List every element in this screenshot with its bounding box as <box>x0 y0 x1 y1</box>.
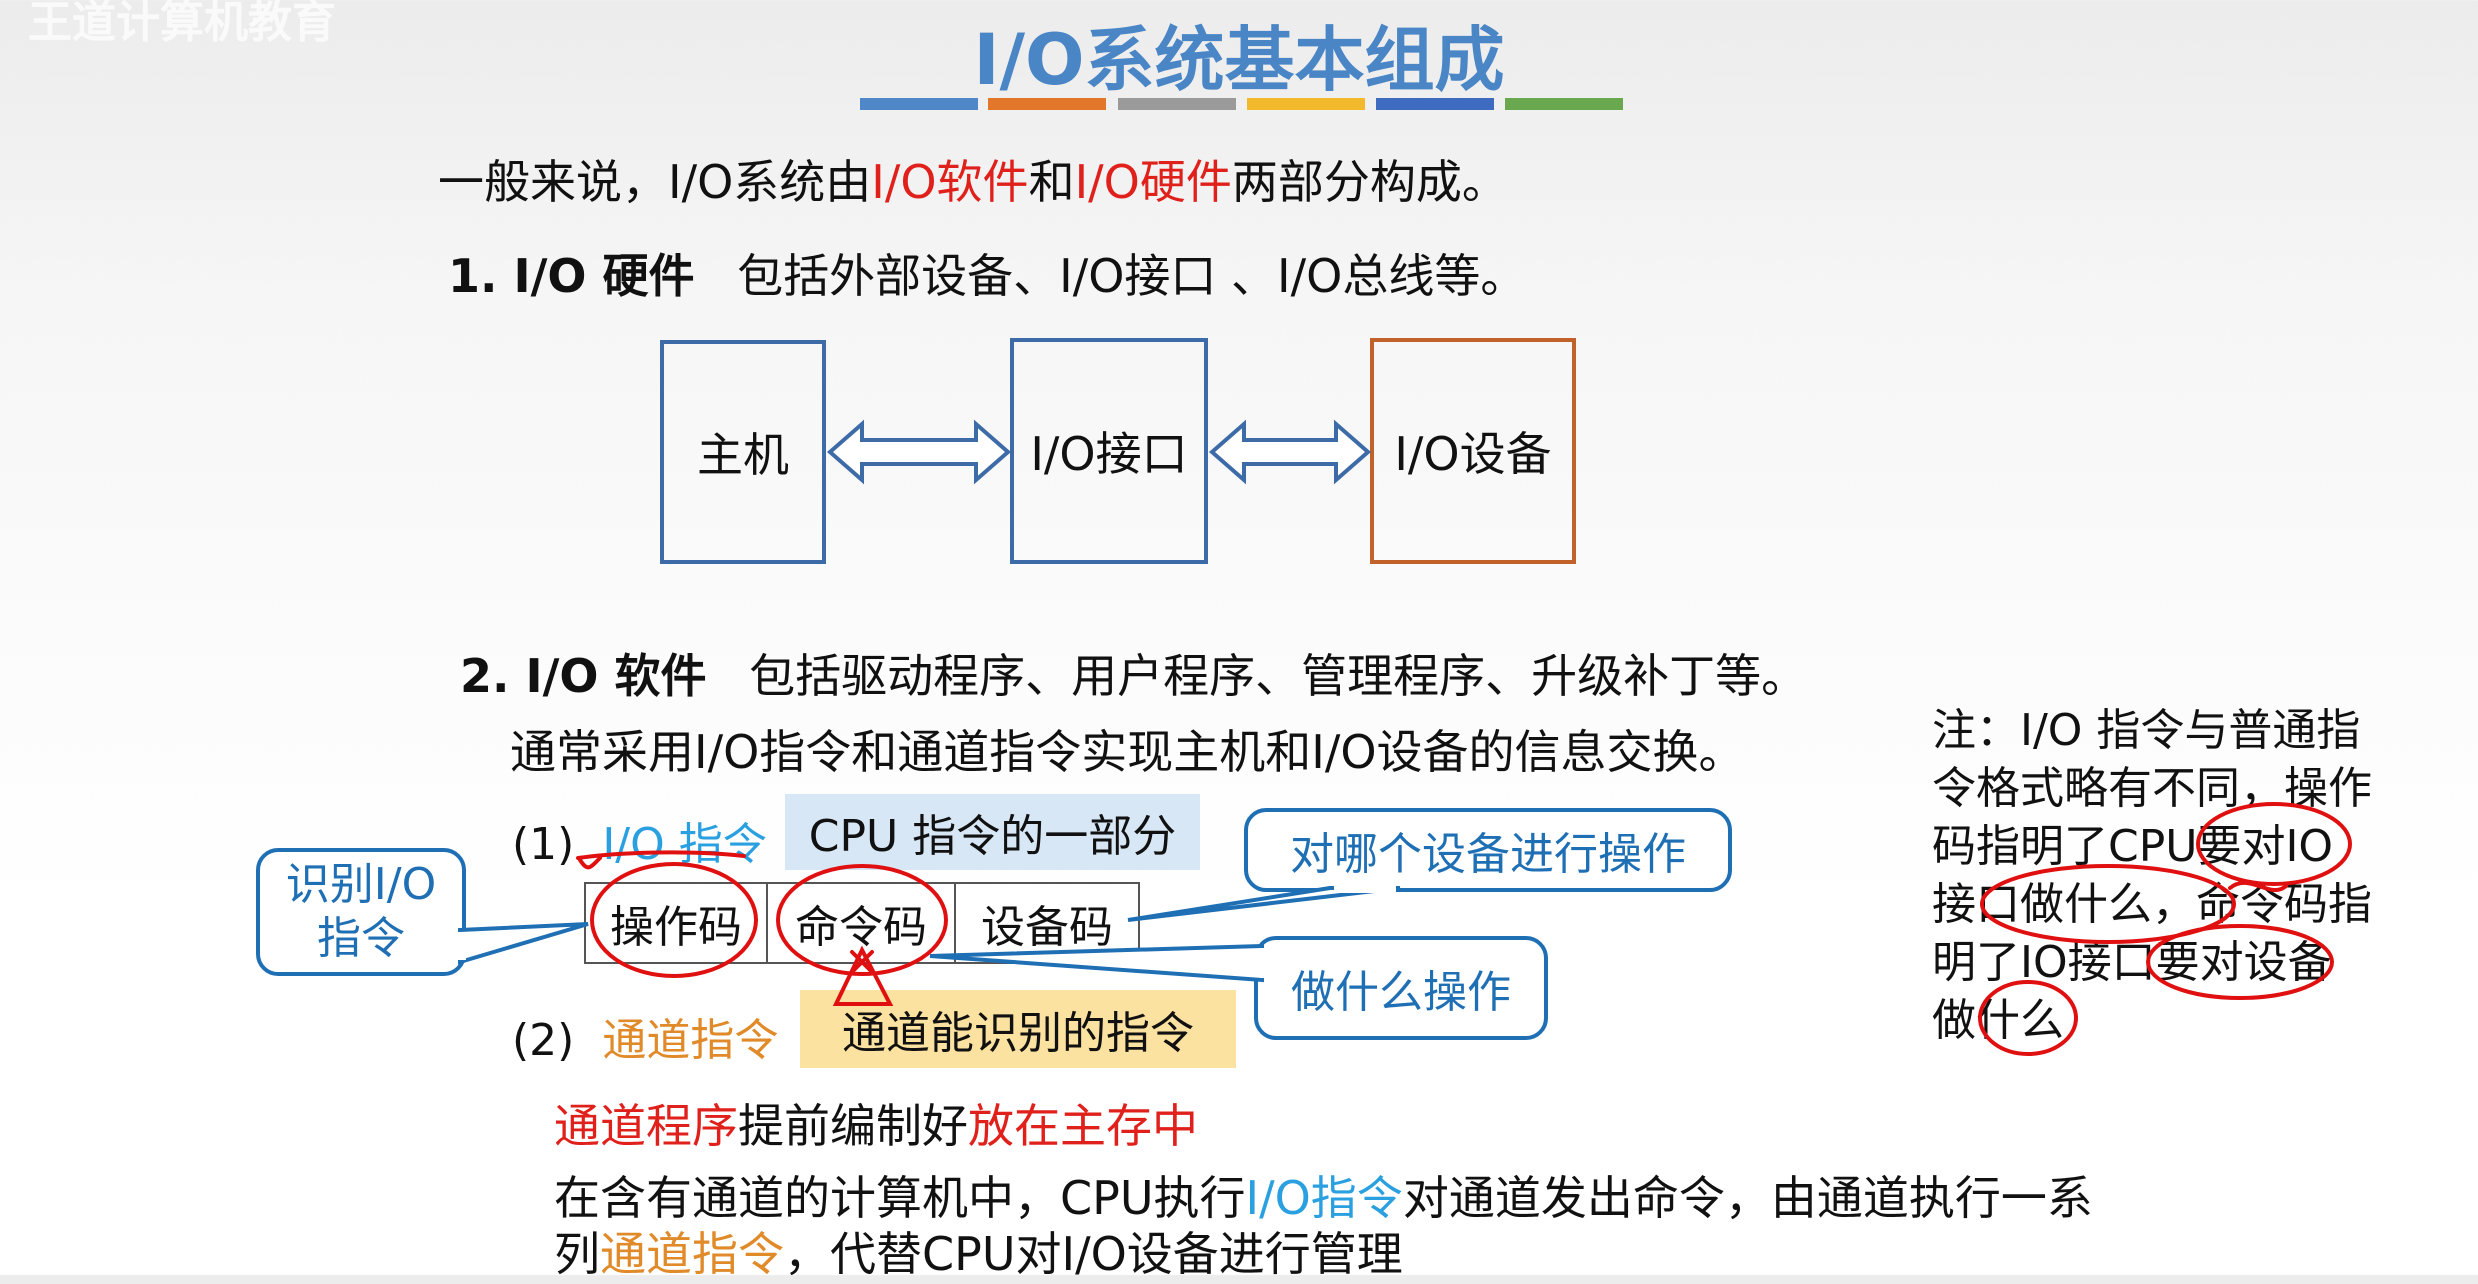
side-note: 注：I/O 指令与普通指令格式略有不同，操作码指明了CPU要对IO接口做什么，命… <box>1932 705 2372 1046</box>
io-instr-row: (1) I/O 指令 <box>512 808 767 872</box>
final-ch: 通道指令 <box>600 1227 784 1281</box>
circle-opcode <box>590 862 758 978</box>
device-box: I/O设备 <box>1370 338 1576 564</box>
field-opcode-label: 操作码 <box>610 902 742 953</box>
final-line-2: 列通道指令，代替CPU对I/O设备进行管理 <box>554 1218 1403 1284</box>
program-line-part1: 通道程序 <box>554 1099 738 1153</box>
cross-command <box>850 950 874 974</box>
host-label: 主机 <box>697 428 789 482</box>
watermark: 王道计算机教育 <box>28 0 336 48</box>
callout-what-op-text: 做什么操作 <box>1291 967 1511 1018</box>
callout-identify: 识别I/O指令 <box>256 848 466 976</box>
device-label: I/O设备 <box>1394 427 1552 481</box>
program-line: 通道程序提前编制好放在主存中 <box>554 1090 1198 1156</box>
circle-command <box>776 864 948 976</box>
host-box: 主机 <box>660 340 826 564</box>
triangle-command <box>832 945 894 1006</box>
field-device-label: 设备码 <box>981 902 1113 953</box>
accent-bar-2 <box>988 98 1106 110</box>
final-part4: ，代替CPU对I/O设备进行管理 <box>784 1227 1403 1281</box>
accent-bar-6 <box>1505 98 1623 110</box>
accent-bar-5 <box>1376 98 1494 110</box>
final-part2: 对通道发出命令，由通道执行一系 <box>1402 1171 2093 1225</box>
circle-note-device <box>1978 980 2078 1056</box>
intro-software: I/O软件 <box>871 155 1029 209</box>
software-line2: 通常采用I/O指令和通道指令实现主机和I/O设备的信息交换。 <box>510 725 1745 779</box>
callout-which-device: 对哪个设备进行操作 <box>1244 808 1732 892</box>
squiggle-note-1 <box>2228 880 2288 893</box>
final-part3: 列 <box>554 1227 600 1281</box>
callout-identify-text: 识别I/O指令 <box>285 859 437 964</box>
tick-io-instr <box>578 856 602 870</box>
intro-line: 一般来说，I/O系统由I/O软件和I/O硬件两部分构成。 <box>438 146 1508 212</box>
io-instr-num: (1) <box>512 819 575 870</box>
intro-suffix: 两部分构成。 <box>1231 155 1508 209</box>
accent-bar-3 <box>1118 98 1236 110</box>
channel-instr-num: (2) <box>512 1015 575 1066</box>
interface-label: I/O接口 <box>1030 427 1188 481</box>
circle-note-io-interface-1 <box>1980 864 2236 944</box>
field-command: 命令码 <box>766 882 956 964</box>
page-title: I/O系统基本组成 <box>973 19 1505 101</box>
software-desc: 包括驱动程序、用户程序、管理程序、升级补丁等。 <box>749 649 1808 703</box>
final-part1: 在含有通道的计算机中，CPU执行 <box>554 1171 1246 1225</box>
hardware-line: 1. I/O 硬件 包括外部设备、I/O接口 、I/O总线等。 <box>448 240 1526 306</box>
circle-note-io-interface-2 <box>2146 924 2334 1000</box>
underline-io-instr <box>576 850 746 860</box>
software-line: 2. I/O 软件 包括驱动程序、用户程序、管理程序、升级补丁等。 <box>460 640 1807 706</box>
hardware-heading: 1. I/O 硬件 <box>448 249 695 303</box>
io-instr-label: I/O 指令 <box>602 819 767 870</box>
channel-instr-note: 通道能识别的指令 <box>800 990 1236 1068</box>
callout-what-op: 做什么操作 <box>1254 936 1548 1040</box>
channel-instr-row: (2) 通道指令 <box>512 1004 778 1068</box>
callout-which-device-text: 对哪个设备进行操作 <box>1290 829 1686 880</box>
callout-what-op-pointer <box>929 943 1264 983</box>
interface-box: I/O接口 <box>1010 338 1208 564</box>
final-io: I/O指令 <box>1245 1171 1403 1225</box>
field-command-label: 命令码 <box>795 902 927 953</box>
callout-identify-pointer <box>458 922 589 965</box>
software-heading: 2. I/O 软件 <box>460 649 707 703</box>
double-arrow-interface-device <box>1208 419 1372 485</box>
handwritten-marks <box>576 802 2352 1056</box>
intro-conj: 和 <box>1028 155 1075 209</box>
channel-instr-label: 通道指令 <box>602 1015 779 1066</box>
channel-instr-note-text: 通道能识别的指令 <box>842 1008 1194 1059</box>
field-device: 设备码 <box>954 882 1140 964</box>
io-instr-note-text: CPU 指令的一部分 <box>808 811 1177 862</box>
hardware-desc: 包括外部设备、I/O接口 、I/O总线等。 <box>737 249 1527 303</box>
program-line-part2: 提前编制好 <box>738 1099 968 1153</box>
final-line-1: 在含有通道的计算机中，CPU执行I/O指令对通道发出命令，由通道执行一系 <box>554 1162 2093 1228</box>
io-instr-note: CPU 指令的一部分 <box>785 794 1200 870</box>
circle-note-cpu <box>2196 802 2352 886</box>
program-line-part3: 放在主存中 <box>968 1099 1198 1153</box>
accent-bar-4 <box>1247 98 1365 110</box>
accent-bar-1 <box>860 98 978 110</box>
double-arrow-host-interface <box>826 419 1012 485</box>
intro-prefix: 一般来说，I/O系统由 <box>438 155 872 209</box>
intro-hardware: I/O硬件 <box>1074 155 1232 209</box>
